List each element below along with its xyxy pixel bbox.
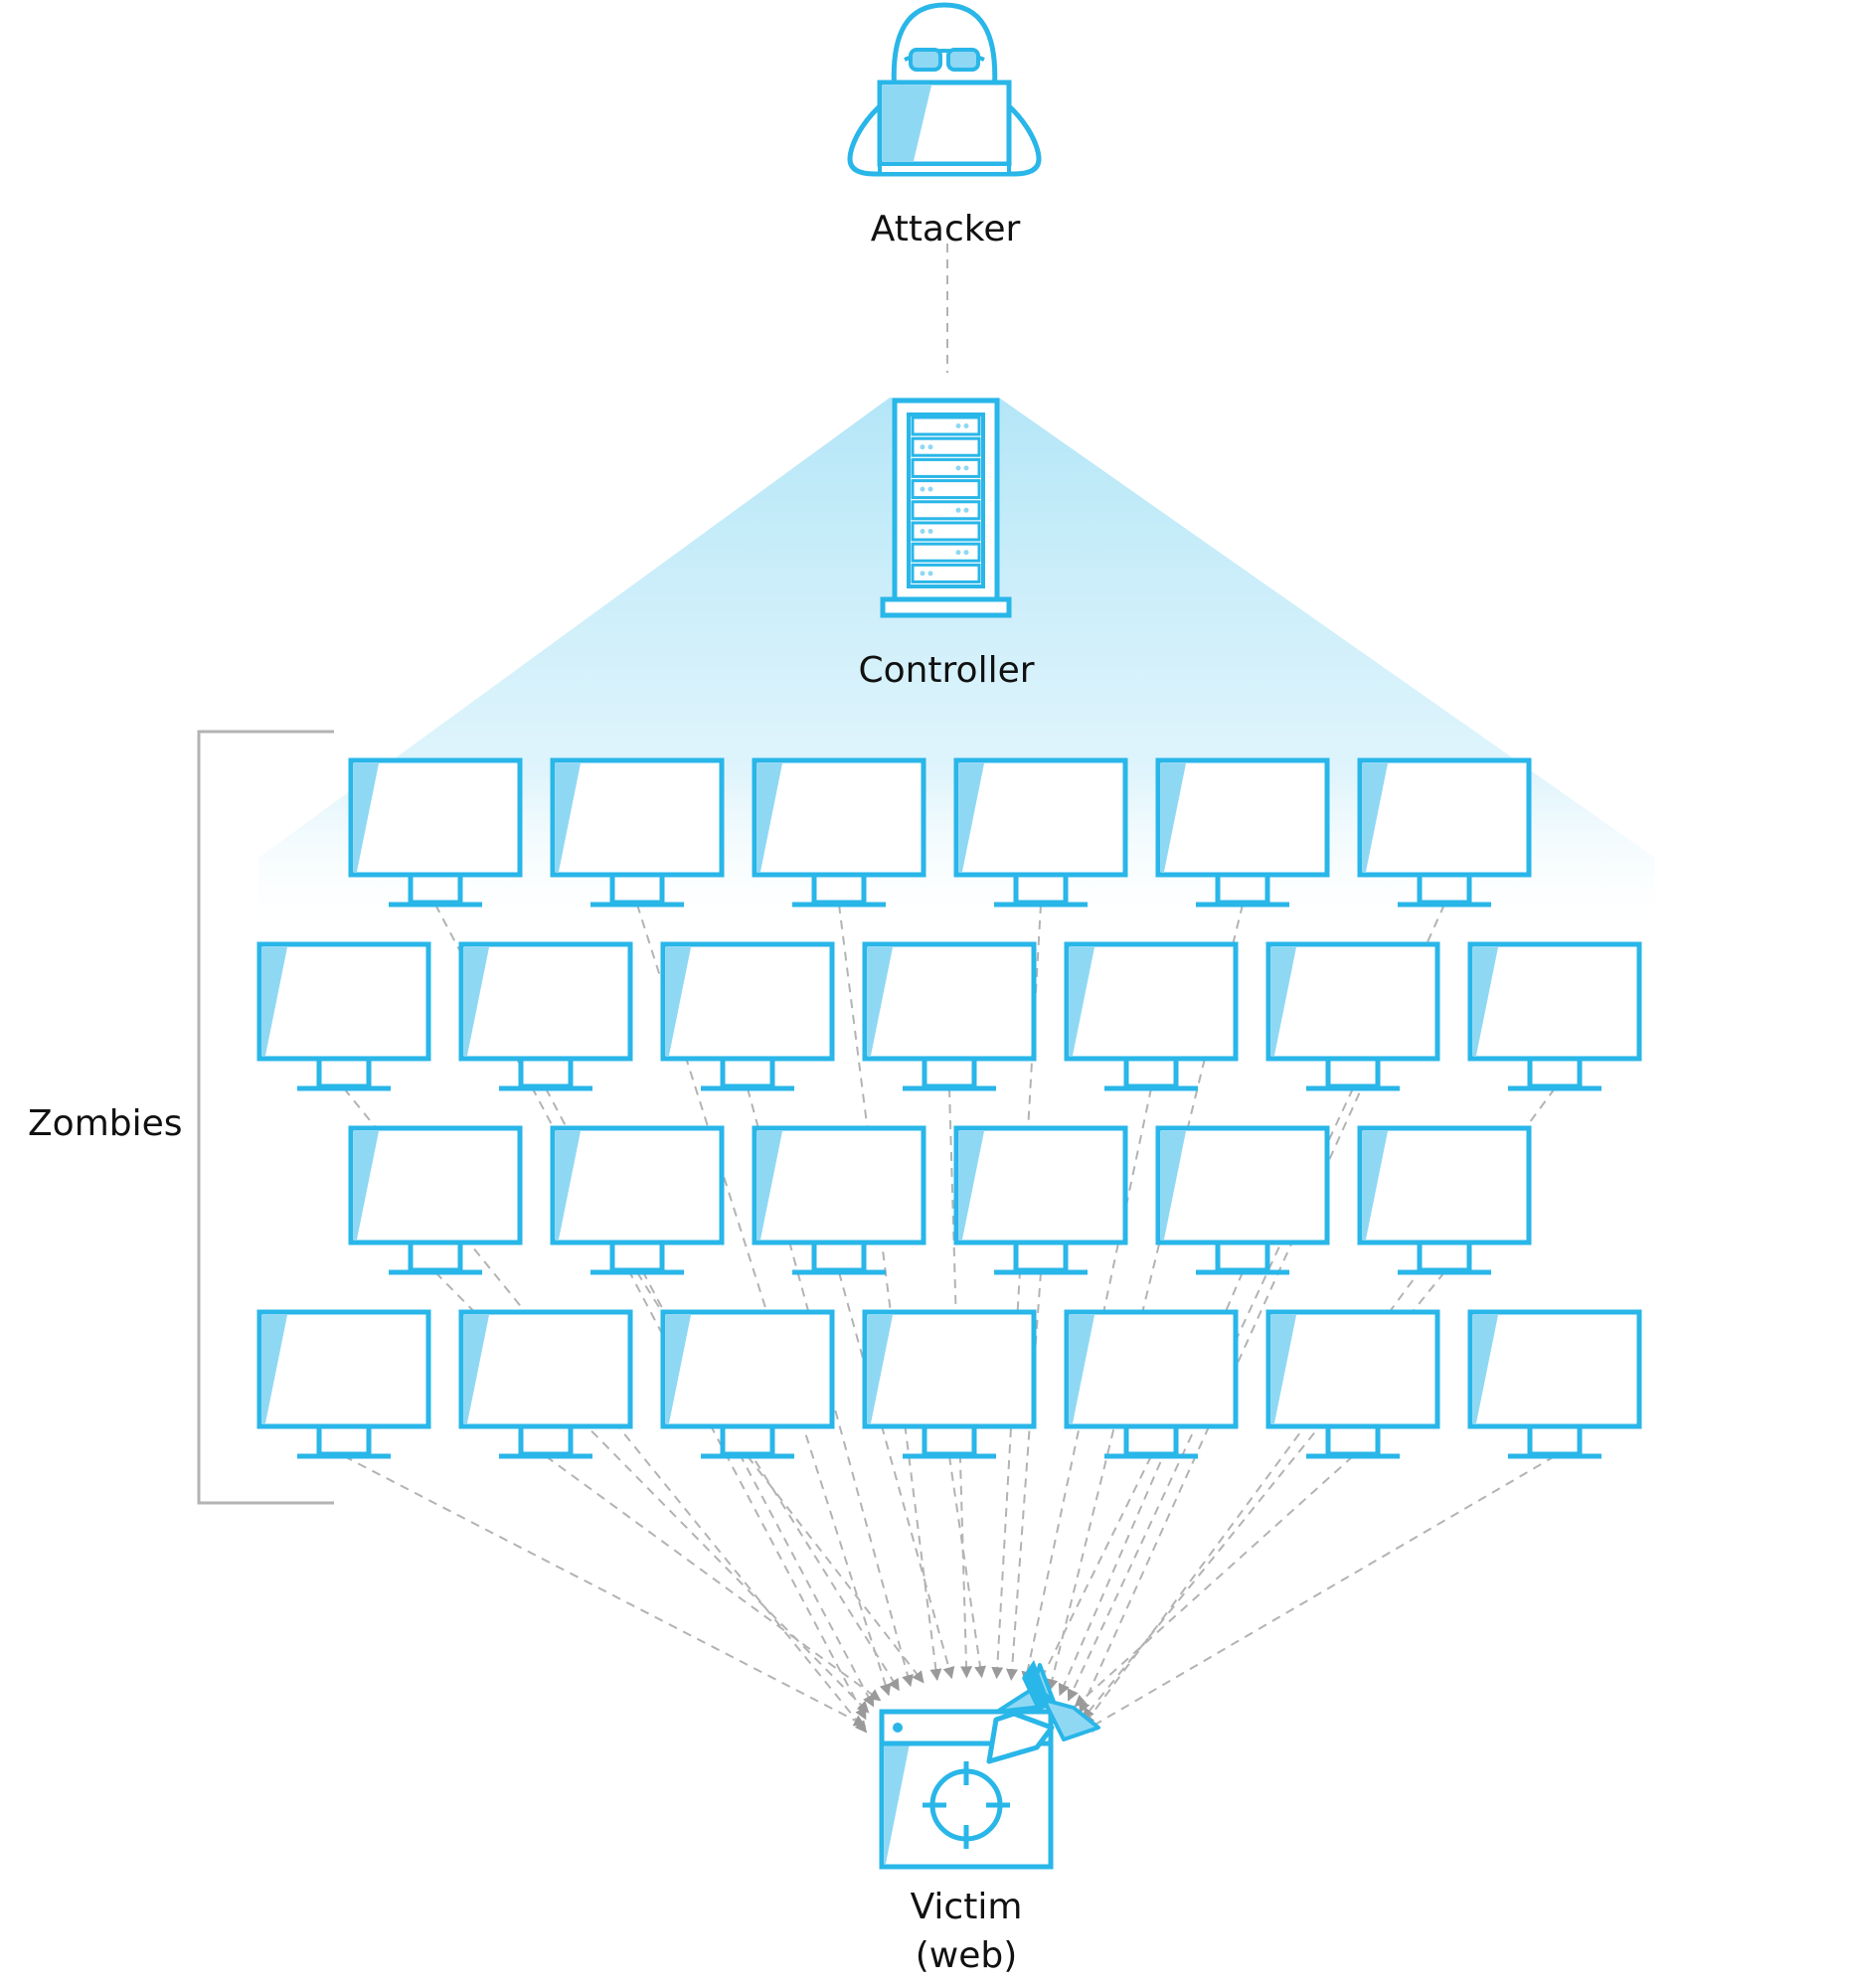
attack-line — [1037, 1455, 1152, 1688]
zombie-monitor-icon — [458, 1309, 633, 1459]
attacker-label: Attacker — [871, 209, 1021, 249]
zombies-bracket — [197, 730, 334, 1505]
missile-icon — [986, 1660, 1100, 1764]
victim-label: Victim — [911, 1887, 1023, 1927]
zombie-monitor-icon — [1467, 1309, 1642, 1459]
zombie-monitor-icon — [953, 1125, 1128, 1275]
zombie-monitor-icon — [550, 757, 725, 908]
attack-line — [434, 904, 867, 1721]
controller-server-rack-icon — [880, 398, 1012, 618]
zombie-monitor-icon — [752, 1125, 926, 1275]
zombies-label: Zombies — [28, 1103, 183, 1144]
zombie-monitor-icon — [660, 1309, 835, 1459]
zombie-monitor-icon — [458, 941, 633, 1091]
victim-browser-icon — [879, 1709, 1054, 1870]
attacker-icon — [847, 2, 1042, 177]
zombie-monitor-icon — [1155, 1125, 1330, 1275]
zombie-monitor-icon — [348, 1125, 523, 1275]
zombie-monitor-icon — [862, 1309, 1037, 1459]
zombie-monitor-icon — [1064, 1309, 1239, 1459]
attack-line — [1081, 1455, 1556, 1734]
attack-line — [636, 904, 892, 1697]
zombie-monitor-icon — [1155, 757, 1330, 908]
zombie-monitor-icon — [1467, 941, 1642, 1091]
attack-line — [747, 1455, 924, 1684]
attack-line — [1074, 1455, 1354, 1708]
zombie-monitor-icon — [1265, 1309, 1440, 1459]
zombie-monitor-icon — [1265, 941, 1440, 1091]
zombie-monitor-icon — [1064, 941, 1239, 1091]
zombie-monitor-icon — [660, 941, 835, 1091]
zombie-monitor-icon — [256, 1309, 431, 1459]
zombie-monitor-icon — [862, 941, 1037, 1091]
attack-line — [838, 1271, 955, 1680]
victim-label-sub: (web) — [916, 1935, 1018, 1976]
zombie-monitor-icon — [1357, 1125, 1532, 1275]
attack-line — [545, 1455, 882, 1702]
attack-line — [948, 1455, 986, 1679]
zombie-monitor-icon — [550, 1125, 725, 1275]
zombie-monitor-icon — [752, 757, 926, 908]
controller-label: Controller — [858, 650, 1034, 691]
zombie-monitor-icon — [256, 941, 431, 1091]
attack-line — [343, 1455, 867, 1727]
crosshair-target-icon — [923, 1761, 1010, 1849]
zombie-monitor-icon — [953, 757, 1128, 908]
zombie-grid — [256, 757, 1642, 1459]
attack-line — [838, 904, 942, 1682]
zombie-monitor-icon — [348, 757, 523, 908]
zombie-monitor-icon — [1357, 757, 1532, 908]
attack-line — [1058, 1271, 1244, 1697]
